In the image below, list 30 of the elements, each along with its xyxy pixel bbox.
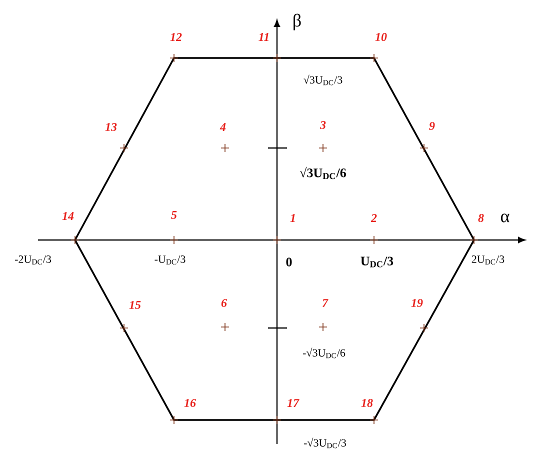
axis-label: α — [500, 214, 510, 222]
tick-label: -2U$_{DC}$/3 — [14, 256, 51, 264]
number-label: 8 — [478, 214, 484, 222]
tick-label: 2U$_{DC}$/3 — [472, 256, 504, 264]
number-label: 10 — [375, 32, 387, 42]
tick-label: -U$_{DC}$/3 — [154, 256, 186, 264]
number-label: 12 — [170, 33, 182, 41]
number-label: 3 — [320, 120, 326, 130]
number-label: 19 — [411, 298, 423, 308]
number-label: 13 — [105, 122, 117, 132]
number-label: 7 — [322, 299, 328, 307]
number-label: 9 — [429, 122, 435, 130]
number-label: 14 — [62, 212, 74, 220]
number-label: 17 — [287, 399, 300, 407]
axis-label: β — [294, 14, 301, 30]
number-label: 6 — [221, 298, 227, 308]
number-label: 2 — [370, 214, 377, 222]
tick-label: U$_{DC}$/3 — [360, 256, 394, 268]
tick-label: √3U$_{DC}$/6 — [300, 166, 346, 180]
number-label: 1 — [290, 214, 295, 222]
tick-label: -√3U$_{DC}$/6 — [302, 348, 346, 358]
number-label: 5 — [171, 211, 177, 219]
tick-label: √3U$_{DC}$/3 — [304, 74, 342, 86]
number-label: 11 — [258, 33, 268, 41]
number-label: 15 — [129, 300, 141, 309]
number-label: 16 — [184, 398, 196, 408]
tick-label: 0 — [286, 258, 292, 266]
number-label: 18 — [361, 398, 373, 408]
tick-label: -√3U$_{DC}$/3 — [304, 438, 346, 448]
number-label: 4 — [220, 123, 226, 131]
